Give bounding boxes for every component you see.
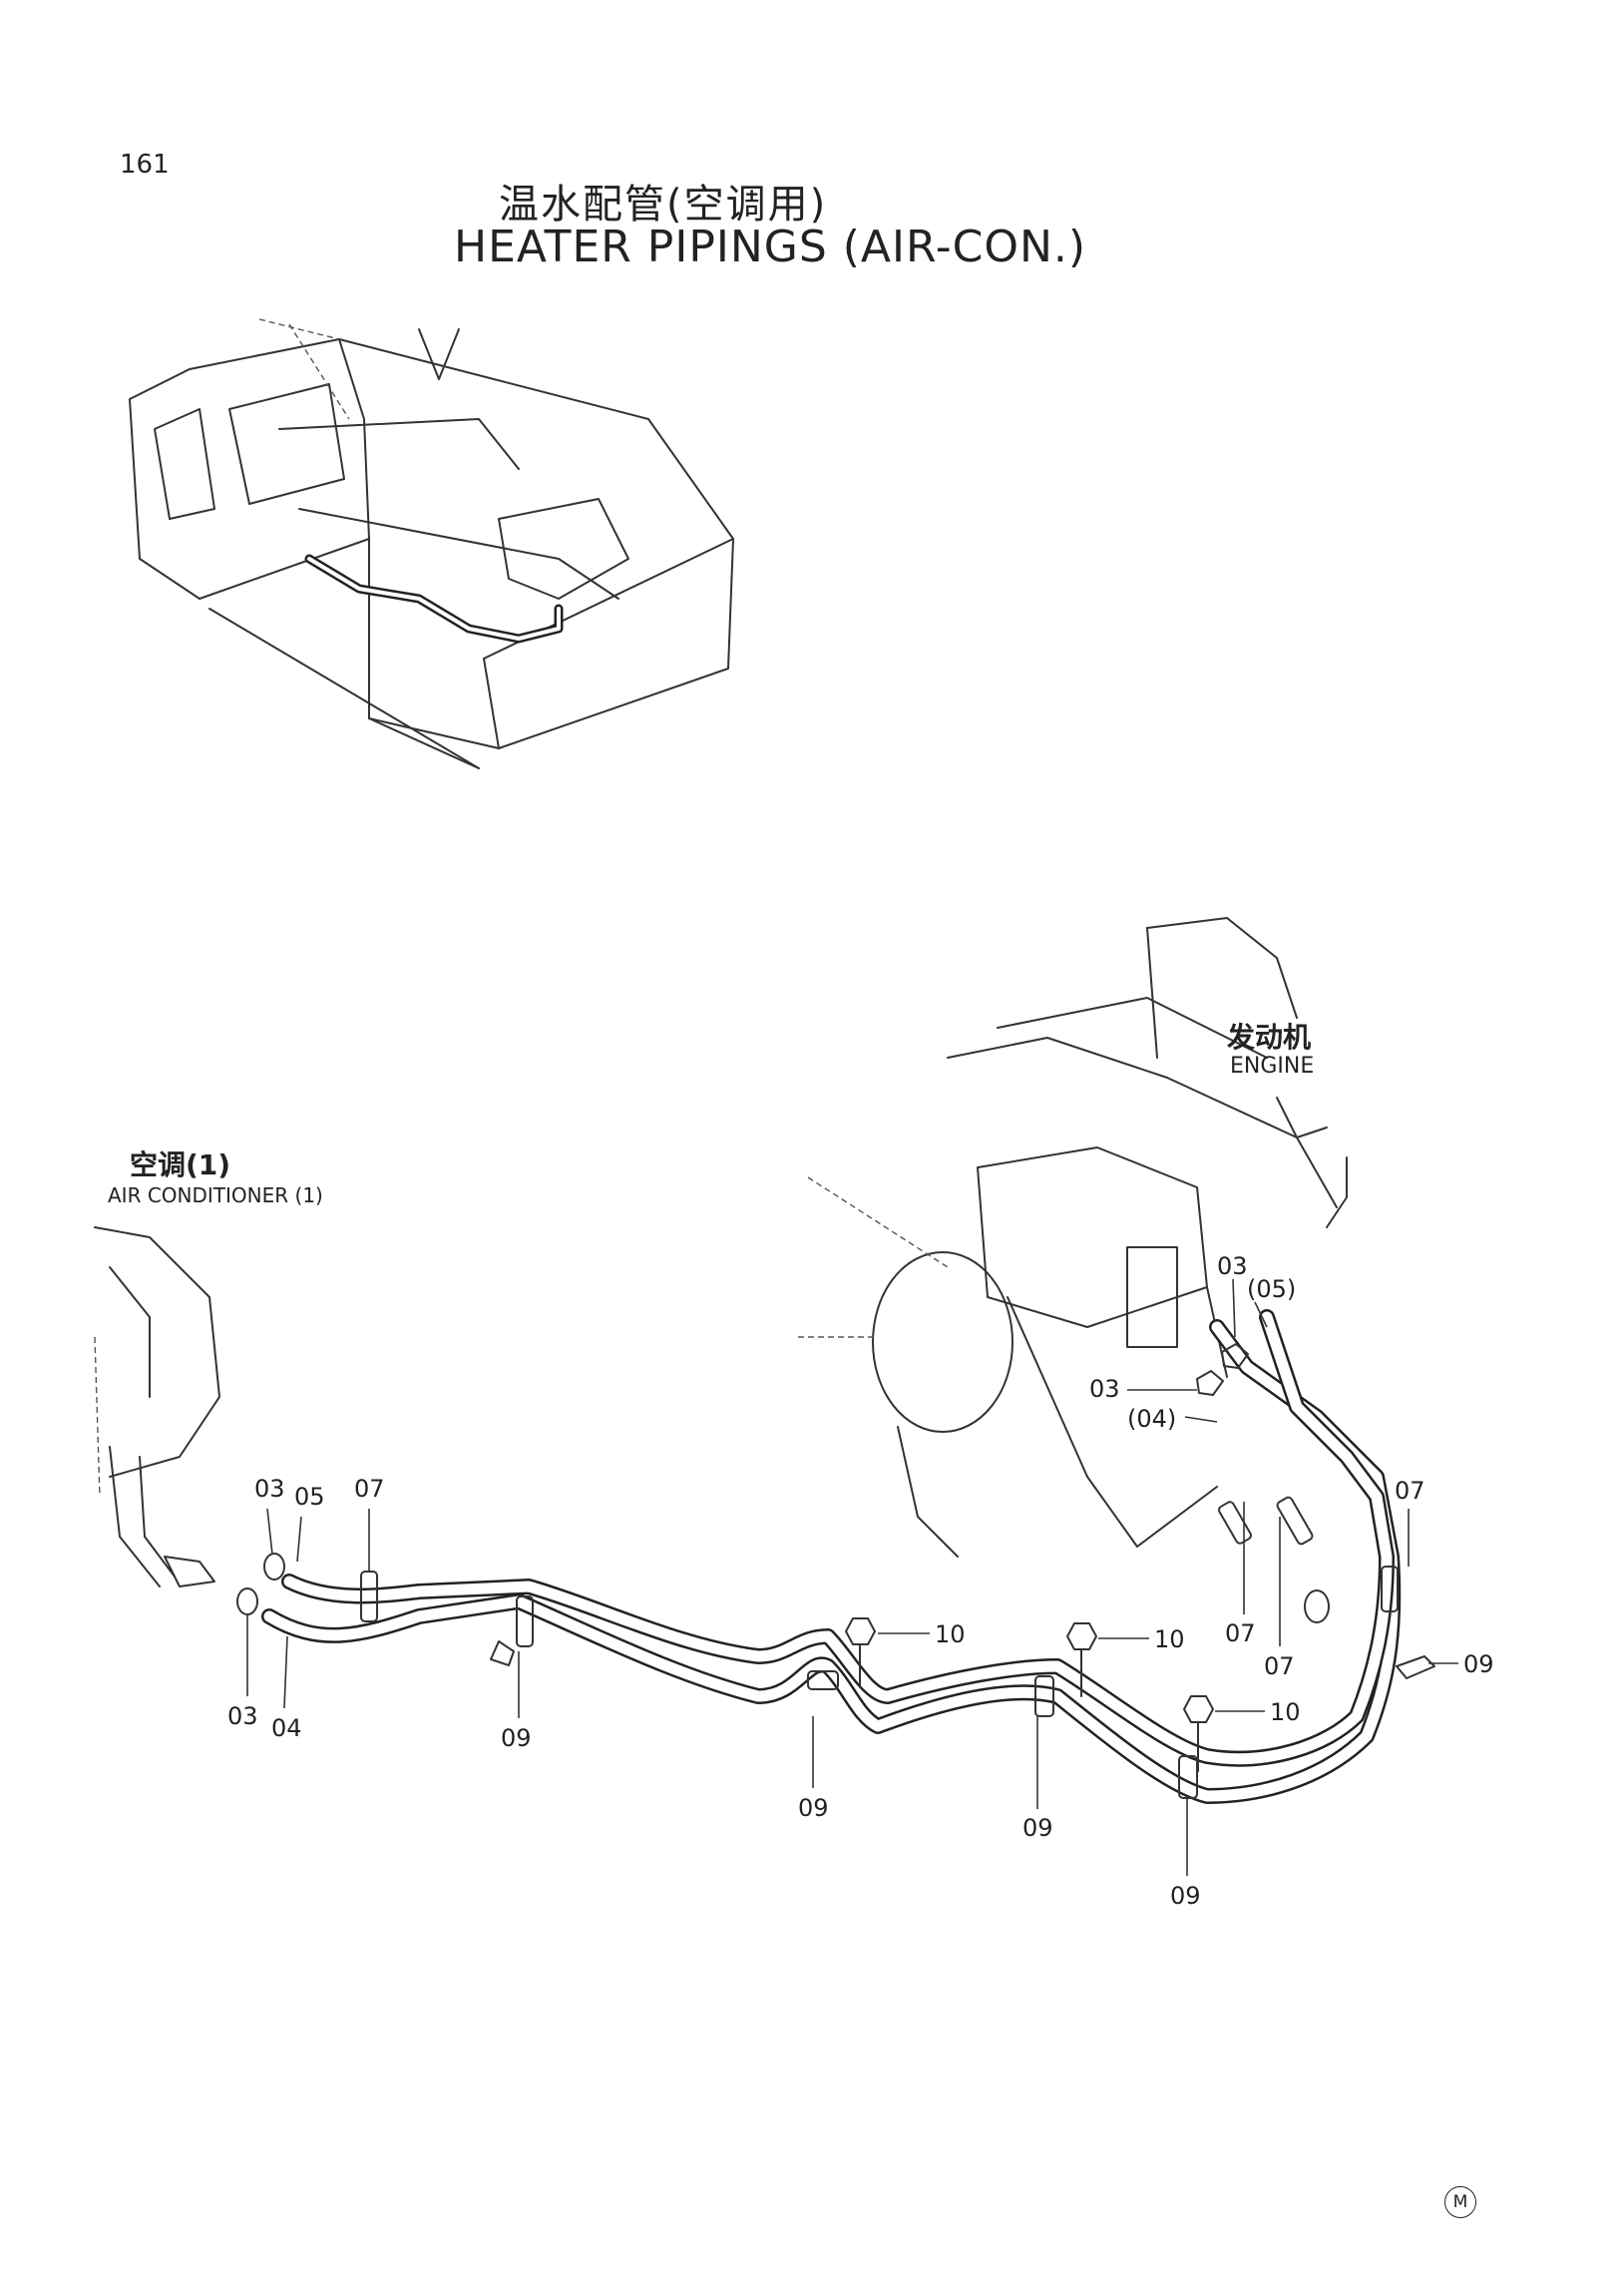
- air-conditioner-drawing: [94, 1226, 220, 1588]
- callout-10-first: 10: [935, 1620, 966, 1648]
- page-number: 161: [120, 150, 170, 180]
- air-conditioner-label-chinese: 空调(1): [130, 1148, 231, 1181]
- excavator-overview-drawing: [129, 318, 734, 769]
- engine-label-chinese: 发动机: [1227, 1021, 1312, 1054]
- callout-05-engine: (05): [1247, 1275, 1296, 1303]
- callout-03-bottom-left: 03: [227, 1702, 258, 1730]
- callout-07-right: 07: [1395, 1477, 1425, 1505]
- engine-label: ENGINE: [1230, 1054, 1315, 1079]
- callout-09-middle: 09: [798, 1794, 829, 1822]
- callout-09-left: 09: [501, 1724, 532, 1752]
- page-title-chinese: 温水配管(空调用): [499, 182, 828, 227]
- callout-10-second: 10: [1154, 1625, 1185, 1653]
- bolt-parts: [845, 1617, 1214, 1772]
- air-conditioner-label: AIR CONDITIONER (1): [108, 1183, 323, 1207]
- callout-04-engine: (04): [1127, 1405, 1176, 1433]
- callout-04-left: 04: [271, 1714, 302, 1742]
- callout-03-engine-top: 03: [1217, 1252, 1248, 1280]
- leader-lines: [246, 1278, 1458, 1876]
- heater-hose-04: [261, 1319, 1402, 1804]
- circled-m-marker: M: [1444, 2186, 1476, 2218]
- callout-03-engine: 03: [1089, 1375, 1120, 1403]
- callout-03-top-left: 03: [254, 1475, 285, 1503]
- heater-hose-05: [281, 1309, 1395, 1767]
- callout-10-third: 10: [1270, 1698, 1301, 1726]
- callout-09-right: 09: [1463, 1650, 1494, 1678]
- engine-drawing: [798, 917, 1348, 1558]
- callout-05-left: 05: [294, 1483, 325, 1511]
- callout-07-engine: 07: [1264, 1652, 1295, 1680]
- callout-07-left: 07: [354, 1475, 385, 1503]
- callout-labels: 03 05 07 03 04 09 10 10 10 09 09 09 03 (…: [227, 1252, 1494, 1910]
- callout-07-engine-left: 07: [1225, 1619, 1256, 1647]
- callout-09-middle-right: 09: [1022, 1814, 1053, 1842]
- callout-09-bottom: 09: [1170, 1882, 1201, 1910]
- page-title: HEATER PIPINGS (AIR-CON.): [454, 222, 1087, 272]
